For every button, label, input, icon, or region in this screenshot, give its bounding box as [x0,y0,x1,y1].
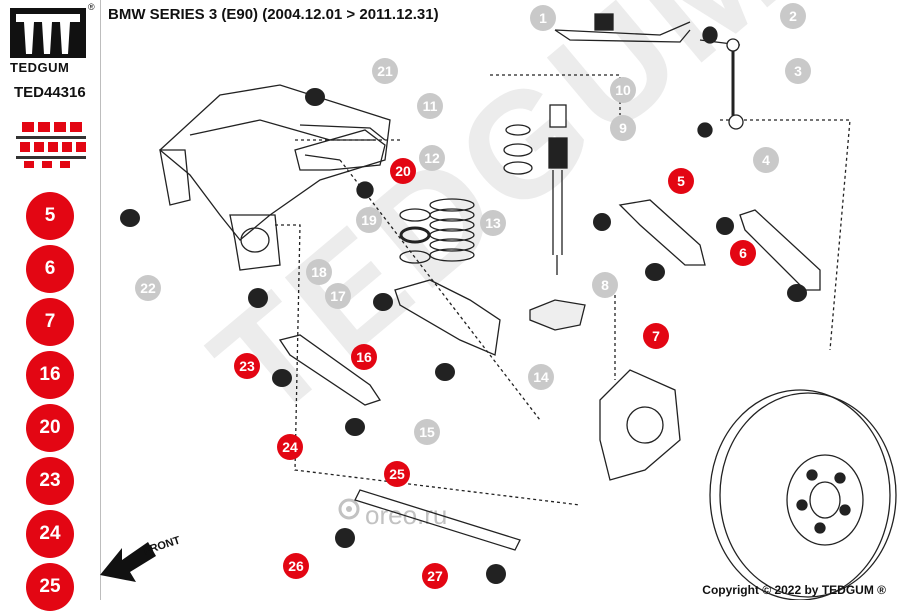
kit-position-badge[interactable]: 7 [26,298,74,346]
bushing-20 [357,182,373,198]
shock-mount [529,299,586,331]
callout-20[interactable]: 20 [390,158,416,184]
kit-code: TED44316 [14,84,86,101]
callout-7[interactable]: 7 [643,323,669,349]
brake-disc [709,389,897,600]
callout-2[interactable]: 2 [780,3,806,29]
callout-12[interactable]: 12 [419,145,445,171]
callout-9[interactable]: 9 [610,115,636,141]
bushing-21 [305,88,325,106]
callout-10[interactable]: 10 [610,77,636,103]
registered-mark: ® [88,2,95,12]
brand-name: TEDGUM [10,60,70,75]
callout-14[interactable]: 14 [528,364,554,390]
kit-position-list: 5 6 7 16 20 23 24 25 [0,188,100,616]
callout-16[interactable]: 16 [351,344,377,370]
kit-thumbnail-icon [16,122,86,168]
callout-21[interactable]: 21 [372,58,398,84]
lateral-arm [739,209,821,291]
callout-1[interactable]: 1 [530,5,556,31]
callout-6[interactable]: 6 [730,240,756,266]
kit-position-badge[interactable]: 23 [26,457,74,505]
guide-arm [278,334,382,406]
callout-25[interactable]: 25 [384,461,410,487]
callout-3[interactable]: 3 [785,58,811,84]
bushing-22 [120,209,140,227]
front-arrow-icon [100,542,156,582]
callout-17[interactable]: 17 [325,283,351,309]
lower-link [354,489,521,551]
suspension-diagram [100,13,897,600]
callout-8[interactable]: 8 [592,272,618,298]
trailing-arm [394,279,501,356]
bushing-8 [593,213,611,231]
callout-11[interactable]: 11 [417,93,443,119]
callout-19[interactable]: 19 [356,207,382,233]
callout-23[interactable]: 23 [234,353,260,379]
bushing-16 [373,293,393,311]
callout-22[interactable]: 22 [135,275,161,301]
bushing-23 [248,288,268,308]
kit-position-badge[interactable]: 20 [26,404,74,452]
callout-26[interactable]: 26 [283,553,309,579]
left-panel: ® TEDGUM TED44316 5 6 7 16 20 23 24 25 [0,0,101,611]
bushing-24 [272,369,292,387]
subframe-mount-left [159,149,191,206]
callout-27[interactable]: 27 [422,563,448,589]
callout-24[interactable]: 24 [277,434,303,460]
subframe-knuckle [229,214,281,271]
callout-4[interactable]: 4 [753,147,779,173]
callout-5[interactable]: 5 [668,168,694,194]
upper-control-arm [294,129,386,171]
callout-13[interactable]: 13 [480,210,506,236]
wheel-hub [599,369,681,481]
callout-15[interactable]: 15 [414,419,440,445]
bushing-25 [345,418,365,436]
stabilizer-bar [554,21,691,43]
copyright-notice: Copyright © 2022 by TEDGUM ® [702,583,886,597]
callout-18[interactable]: 18 [306,259,332,285]
spring-seats [399,208,431,264]
kit-position-badge[interactable]: 24 [26,510,74,558]
kit-position-badge[interactable]: 25 [26,563,74,611]
bushing-6 [787,284,807,302]
kit-position-badge[interactable]: 5 [26,192,74,240]
bushing-27 [486,564,506,584]
bushing-26 [335,528,355,548]
kit-position-badge[interactable]: 16 [26,351,74,399]
wishbone-arm [618,199,706,266]
oreo-logo-icon [338,498,360,520]
bushing-7 [645,263,665,281]
bushing-15 [435,363,455,381]
stabilizer-bushing [594,13,614,31]
kit-position-badge[interactable]: 6 [26,245,74,293]
shock-absorber [552,170,563,255]
coil-spring [429,198,475,262]
page-title: BMW SERIES 3 (E90) (2004.12.01 > 2011.12… [108,6,439,23]
tedgum-logo [10,8,86,58]
bushing-5 [716,217,734,235]
